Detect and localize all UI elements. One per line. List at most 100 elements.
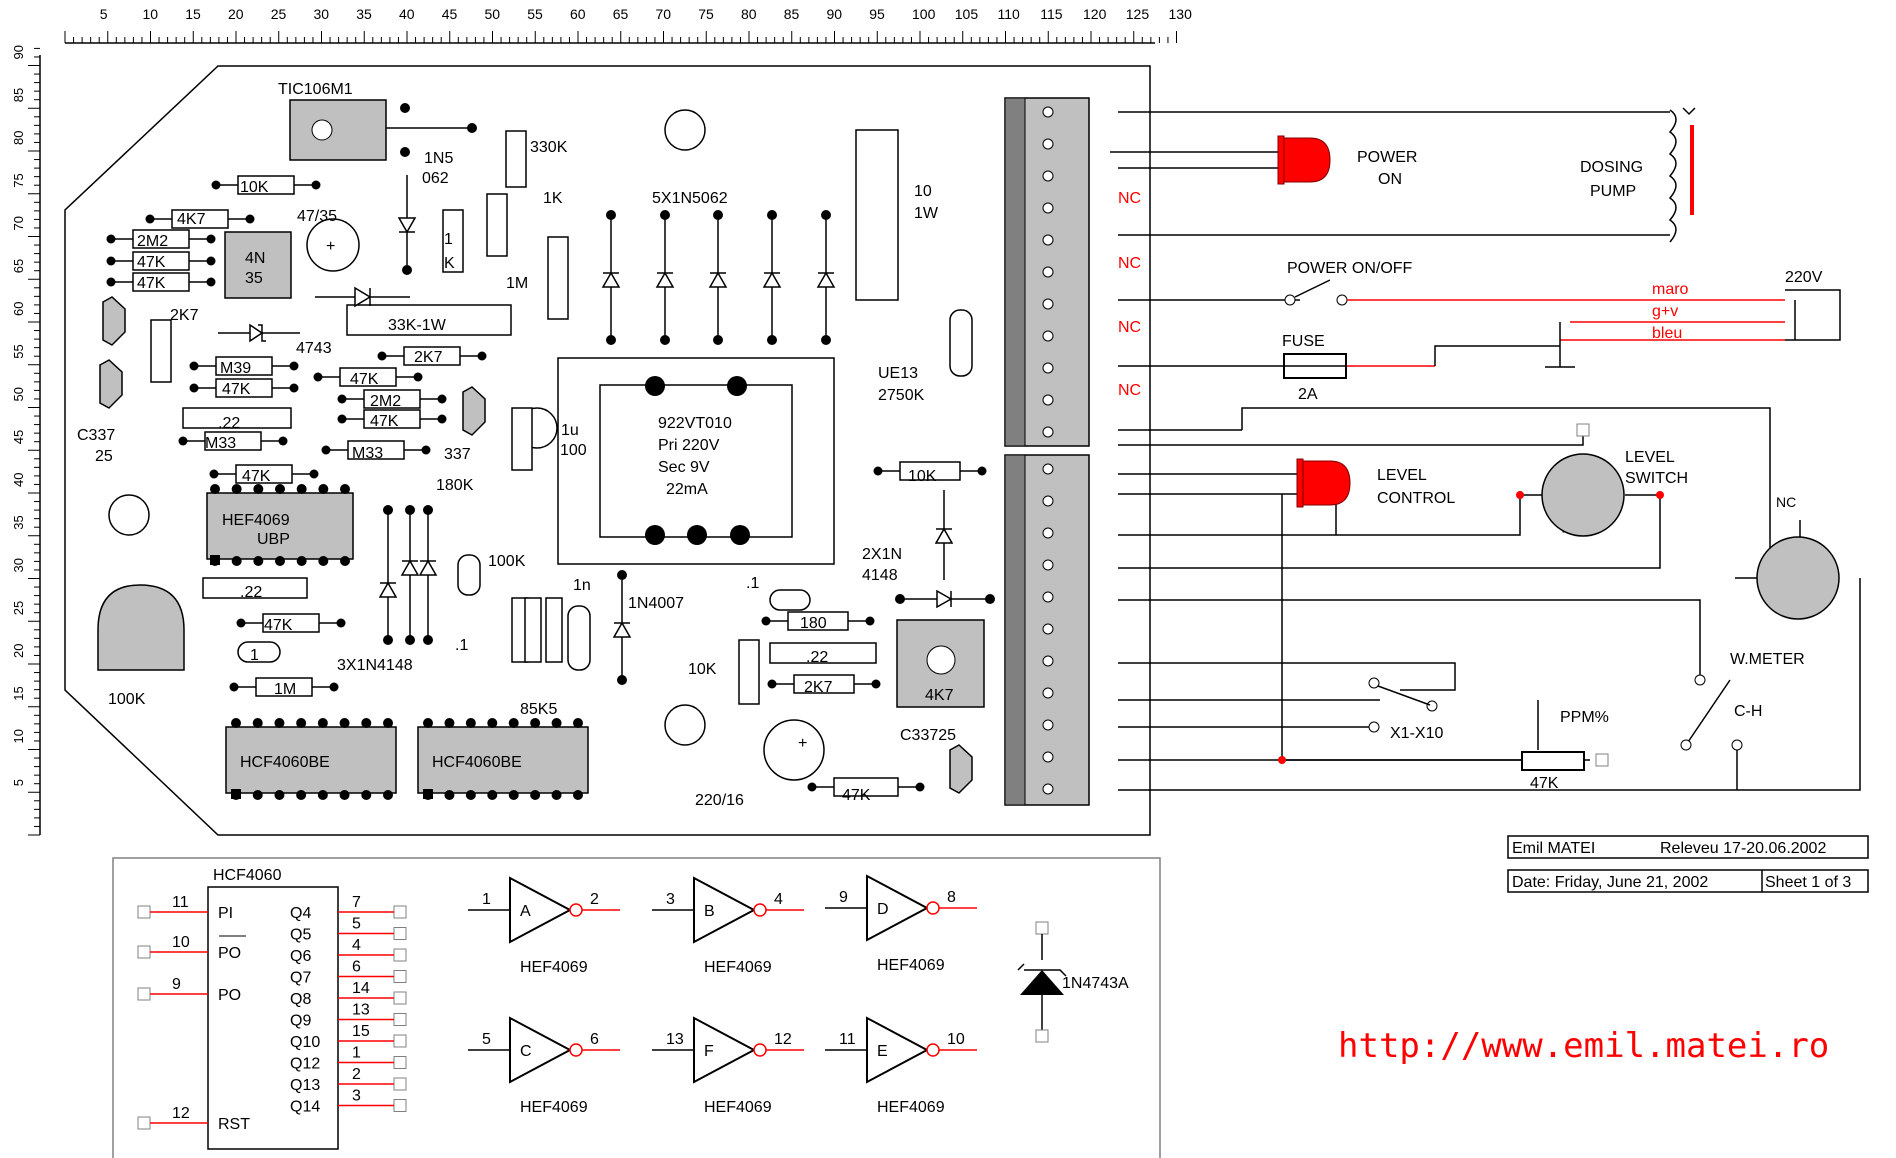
- label-c-dot1b: .1: [455, 637, 468, 654]
- ruler-tick-label: 130: [1169, 6, 1193, 22]
- label-c22c: .22: [806, 649, 828, 666]
- label-2m2: 2M2: [137, 233, 168, 250]
- capacitor-220-16: [763, 719, 825, 781]
- gate-input-pin: 11: [839, 1031, 856, 1048]
- label-c337: C337: [77, 427, 115, 444]
- ic-pins: [210, 484, 583, 800]
- ic-hef4069: [206, 492, 354, 560]
- ruler-tick-label: 90: [11, 45, 26, 59]
- label-47k-a: 47K: [137, 254, 166, 271]
- label-25: 25: [95, 448, 113, 465]
- label-ubp: UBP: [257, 531, 290, 548]
- ruler-tick-label: 55: [527, 6, 543, 22]
- legend-pin-number: 14: [352, 980, 370, 997]
- label-nc2: NC: [1118, 255, 1141, 272]
- gate-letter: D: [877, 901, 889, 918]
- label-hef4069: HEF4069: [222, 512, 290, 529]
- label-330k: 330K: [530, 139, 568, 156]
- website-url: http://www.emil.matei.ro: [1338, 1026, 1829, 1066]
- hcf4060-symbol: [207, 886, 339, 1150]
- ic-hcf4060-b: [417, 726, 589, 794]
- legend-pin-name: Q8: [290, 991, 311, 1008]
- label-1k-b: K: [444, 255, 455, 272]
- ruler-tick-label: 35: [11, 515, 26, 529]
- diode-group: [106, 175, 995, 792]
- ruler-tick-label: 10: [11, 729, 26, 743]
- label-337: 337: [444, 446, 471, 463]
- transistor-c337: [99, 359, 123, 409]
- legend-pin-name: Q9: [290, 1013, 311, 1030]
- legend-hcf-title: HCF4060: [213, 867, 282, 884]
- label-c1u: 1u: [561, 422, 579, 439]
- label-1m-b: 1M: [274, 681, 296, 698]
- legend-pin-name: Q5: [290, 927, 311, 944]
- ruler-tick-label: 5: [100, 6, 108, 22]
- label-transformer: 922VT010: [658, 415, 732, 432]
- external-wiring: [1110, 111, 1861, 791]
- legend-pin-number: 9: [172, 976, 181, 993]
- ruler-tick-label: 35: [356, 6, 372, 22]
- water-meter-connector: [1756, 536, 1840, 620]
- legend-pin-name: Q13: [290, 1077, 320, 1094]
- gate-input-pin: 3: [666, 891, 675, 908]
- ruler-tick-label: 85: [784, 6, 800, 22]
- label-ue13: UE13: [878, 365, 918, 382]
- ruler-tick-label: 65: [11, 259, 26, 273]
- label-gv: g+v: [1652, 303, 1678, 320]
- transistor-337: [462, 386, 486, 436]
- label-2k7-a: 2K7: [170, 307, 199, 324]
- label-bleu: bleu: [1652, 325, 1682, 342]
- label-2m2-b: 2M2: [370, 393, 401, 410]
- optocoupler: [224, 231, 292, 299]
- thyristor-tic106: [289, 99, 387, 161]
- label-r10k: 10K: [240, 179, 269, 196]
- label-nc4: NC: [1118, 382, 1141, 399]
- label-220v: 220V: [1785, 269, 1823, 286]
- gate-input-pin: 9: [839, 889, 848, 906]
- potentiometer-100k: [97, 584, 185, 671]
- ruler-tick-label: 85: [11, 88, 26, 102]
- ruler-tick-label: 60: [11, 302, 26, 316]
- gate-letter: A: [520, 903, 531, 920]
- label-level-sw-b: SWITCH: [1625, 470, 1688, 487]
- label-47k-e: 47K: [370, 413, 399, 430]
- ruler-tick-label: 50: [11, 387, 26, 401]
- ruler-tick-label: 50: [485, 6, 501, 22]
- label-m39: M39: [220, 360, 251, 377]
- label-10k-c: 10K: [688, 661, 717, 678]
- label-47k-c: 47K: [222, 381, 251, 398]
- hcf4060-pins: 11PI10PO9PO12RST7Q45Q54Q66Q714Q813Q915Q1…: [137, 894, 407, 1133]
- ruler-tick-label: 20: [228, 6, 244, 22]
- label-2750k: 2750K: [878, 387, 925, 404]
- label-47k-b: 47K: [137, 275, 166, 292]
- gate-part-label: HEF4069: [520, 959, 588, 976]
- label-c-dot1a: .1: [746, 575, 759, 592]
- label-47k-h: 47K: [842, 787, 871, 804]
- terminal-holes: [1042, 106, 1054, 795]
- label-m33b: M33: [352, 445, 383, 462]
- ruler-tick-label: 55: [11, 344, 26, 358]
- svg-text:+: +: [798, 735, 807, 752]
- ruler-tick-label: 120: [1083, 6, 1107, 22]
- label-47k-f: 47K: [242, 468, 271, 485]
- label-1n5: 1N5: [424, 150, 453, 167]
- label-062: 062: [422, 170, 449, 187]
- ruler-tick-label: 20: [11, 644, 26, 658]
- gate-output-pin: 2: [590, 891, 599, 908]
- label-10: 10: [914, 183, 932, 200]
- label-5x1n5062: 5X1N5062: [652, 190, 728, 207]
- label-c100: 100: [560, 442, 587, 459]
- potentiometer-ppm: [1521, 751, 1585, 771]
- label-4148: 4148: [862, 567, 898, 584]
- label-ch: C-H: [1734, 703, 1762, 720]
- label-tic106: TIC106M1: [278, 81, 353, 98]
- legend-pin-number: 15: [352, 1023, 370, 1040]
- mounting-hole: [108, 494, 150, 536]
- legend-pin-number: 12: [172, 1105, 190, 1122]
- legend-pin-name: PO: [218, 987, 241, 1004]
- gate-part-label: HEF4069: [520, 1099, 588, 1116]
- ruler-tick-label: 25: [271, 6, 287, 22]
- ruler-tick-label: 10: [143, 6, 159, 22]
- label-current: 22mA: [666, 481, 708, 498]
